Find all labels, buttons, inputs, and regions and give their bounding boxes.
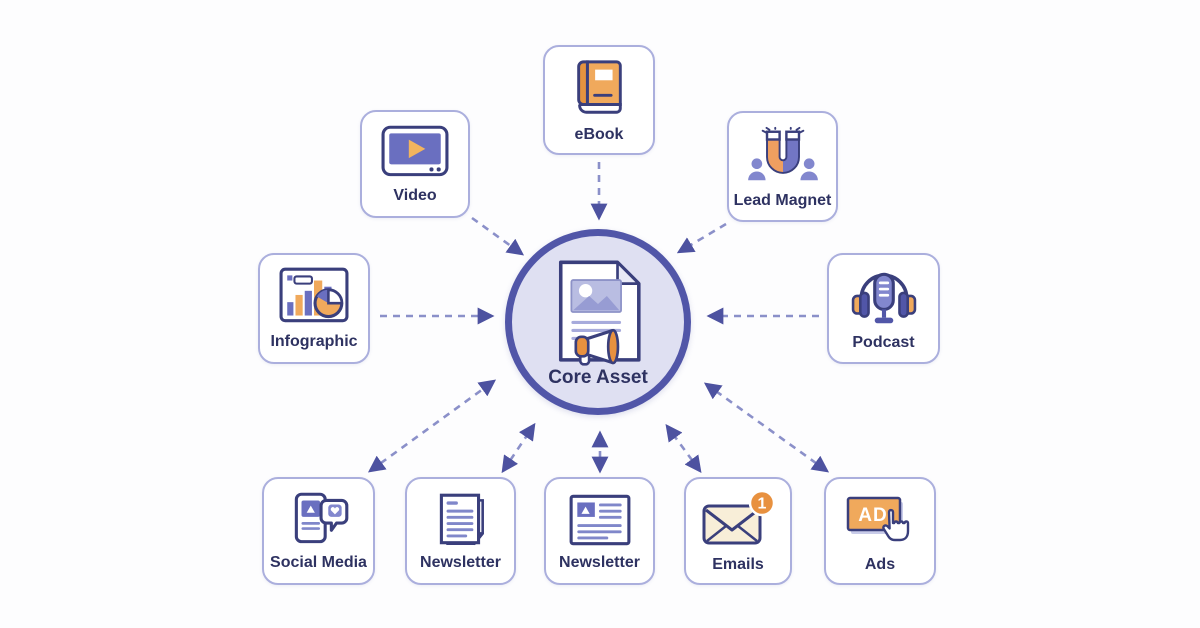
notification-badge [748,489,776,516]
newsletter-article-icon [569,494,630,545]
node-infographic-label: Infographic [270,333,358,350]
arrow-center-socialmedia [367,379,497,473]
video-player-icon [381,125,449,176]
book-icon [577,59,622,114]
node-ads: AD Ads [824,477,936,585]
node-ads-label: Ads [864,555,896,573]
arrow-center-ads [703,382,830,473]
node-newsletter-1: Newsletter [405,477,516,585]
node-video-label: Video [393,186,437,204]
arrow-center-newsletter1 [501,422,536,474]
node-social-media: Social Media [262,477,375,585]
microphone-headphones-icon [851,272,916,324]
node-lead-magnet-label: Lead Magnet [733,192,832,209]
magnet-icon [747,126,818,181]
node-video: Video [360,110,470,218]
bar-chart-pie-icon [279,267,349,323]
node-podcast-label: Podcast [852,334,915,351]
notification-badge-count: 1 [758,495,767,512]
node-ebook-label: eBook [574,125,624,143]
node-social-media-label: Social Media [270,553,367,571]
newsletter-pages-icon [439,493,484,545]
cursor-hand-icon [882,508,910,541]
node-emails: 1 Emails [684,477,792,585]
ad-text: AD [858,505,887,526]
envelope-notification-icon: 1 [702,489,776,544]
node-lead-magnet: Lead Magnet [727,111,838,222]
node-podcast: Podcast [827,253,940,364]
ad-click-icon: AD [846,496,910,541]
core-asset-label: Core Asset [548,367,648,388]
arrow-leadmagnet-to-center [676,222,727,254]
document-megaphone-icon [558,260,641,366]
arrow-center-emails [665,423,702,474]
core-asset-node: Core Asset [505,229,691,415]
social-post-heart-icon [294,492,348,543]
node-emails-label: Emails [712,555,764,573]
node-newsletter-2: Newsletter [544,477,655,585]
node-newsletter-2-label: Newsletter [559,553,640,571]
node-newsletter-1-label: Newsletter [420,553,501,571]
node-infographic: Infographic [258,253,370,364]
arrow-video-to-center [471,216,525,256]
node-ebook: eBook [543,45,655,155]
